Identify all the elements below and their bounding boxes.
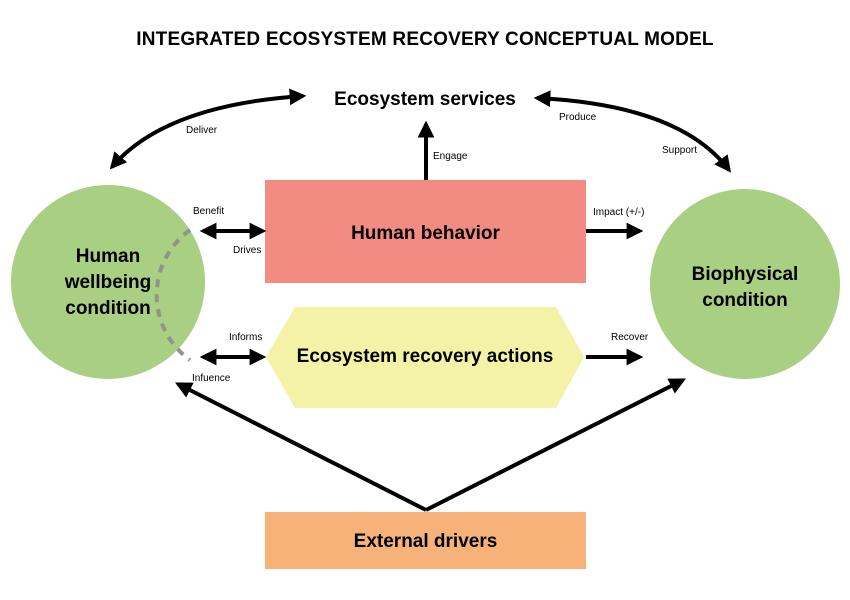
- biophysical-label: Biophysical condition: [660, 262, 830, 314]
- recovery-actions-hexagon: [266, 307, 584, 408]
- deliver-arrow: [109, 88, 307, 170]
- human-wellbeing-line-1: Human: [75, 246, 141, 267]
- produce-support-arrow: [533, 90, 732, 173]
- human-wellbeing-line-2: wellbeing: [64, 272, 152, 293]
- benefit-label: Benefit: [193, 206, 225, 217]
- support-label: Support: [662, 145, 698, 156]
- informs-label: Informs: [229, 332, 263, 343]
- human-wellbeing-line-3: condition: [65, 298, 151, 319]
- drivers-to-wellbeing-arrow: [175, 382, 427, 512]
- impact-label: Impact (+/-): [593, 207, 645, 218]
- wellbeing-dashed-arc: [154, 228, 192, 362]
- biophysical-circle: [650, 189, 840, 379]
- infuence-label: Infuence: [192, 373, 231, 384]
- diagram-title: INTEGRATED ECOSYSTEM RECOVERY CONCEPTUAL…: [136, 29, 714, 50]
- drivers-to-biophysical-arrow: [425, 378, 686, 512]
- external-drivers-label: External drivers: [353, 531, 498, 552]
- external-drivers-box: [265, 512, 586, 569]
- produce-label: Produce: [559, 112, 597, 123]
- human-behavior-box: [265, 180, 586, 283]
- biophysical-line-2: condition: [702, 290, 788, 311]
- drives-label: Drives: [233, 245, 262, 256]
- human-wellbeing-circle: [11, 185, 205, 379]
- deliver-label: Deliver: [186, 125, 218, 136]
- biophysical-line-1: Biophysical: [691, 264, 799, 285]
- recovery-actions-label: Ecosystem recovery actions: [296, 346, 554, 367]
- recover-label: Recover: [611, 332, 649, 343]
- human-wellbeing-label: Human wellbeing condition: [30, 244, 186, 322]
- engage-label: Engage: [433, 151, 468, 162]
- human-behavior-label: Human behavior: [351, 223, 500, 244]
- ecosystem-services-label: Ecosystem services: [334, 89, 516, 110]
